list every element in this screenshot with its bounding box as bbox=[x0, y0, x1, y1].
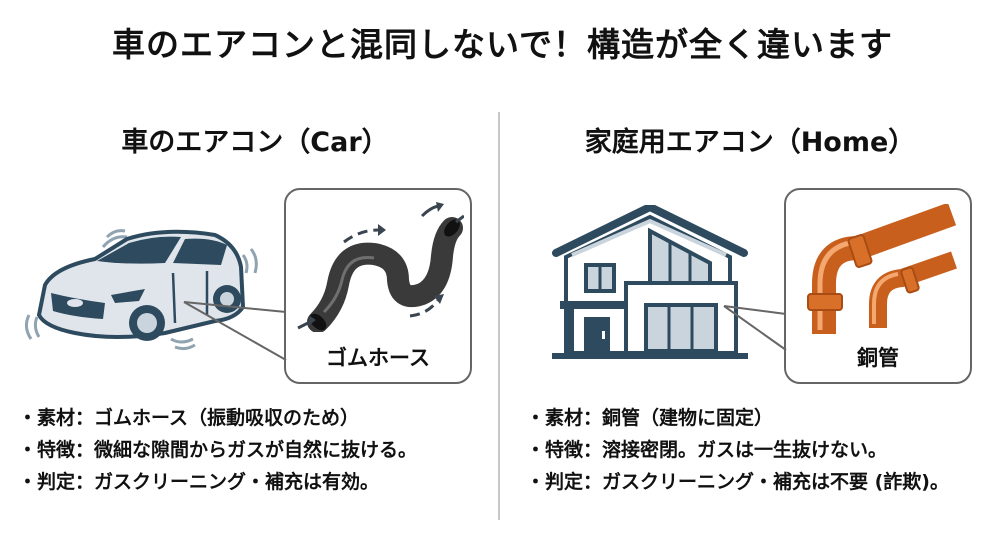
home-bullets: ・素材：銅管（建物に固定） ・特徴：溶接密閉。ガスは一生抜けない。 ・判定：ガス… bbox=[526, 402, 949, 498]
home-heading: 家庭用エアコン（Home） bbox=[584, 127, 916, 158]
copper-pipe-label: 銅管 bbox=[857, 346, 899, 370]
callout-pointer bbox=[723, 305, 787, 351]
copper-pipe-icon bbox=[807, 204, 957, 334]
main-title: 車のエアコンと混同しないで！構造が全く違います bbox=[111, 25, 893, 64]
car-bullet-feature: ・特徴：微細な隙間からガスが自然に抜ける。 bbox=[18, 439, 418, 461]
car-bullets: ・素材：ゴムホース（振動吸収のため） ・特徴：微細な隙間からガスが自然に抜ける。… bbox=[18, 402, 417, 498]
callout-pointer bbox=[183, 301, 287, 361]
rubber-hose-label: ゴムホース bbox=[326, 346, 430, 370]
copper-pipe-callout: 銅管 bbox=[784, 188, 972, 384]
car-bullet-material: ・素材：ゴムホース（振動吸収のため） bbox=[18, 407, 360, 429]
home-bullet-material: ・素材：銅管（建物に固定） bbox=[526, 407, 774, 429]
home-bullet-verdict: ・判定：ガスクリーニング・補充は不要 (詐欺)。 bbox=[526, 471, 949, 493]
car-bullet-verdict: ・判定：ガスクリーニング・補充は有効。 bbox=[18, 471, 380, 493]
home-bullet-feature: ・特徴：溶接密閉。ガスは一生抜けない。 bbox=[526, 439, 888, 461]
house-icon bbox=[552, 205, 748, 359]
column-divider bbox=[498, 112, 500, 520]
rubber-hose-callout: ゴムホース bbox=[284, 188, 472, 384]
rubber-hose-icon bbox=[297, 202, 464, 332]
car-heading: 車のエアコン（Car） bbox=[121, 127, 389, 158]
